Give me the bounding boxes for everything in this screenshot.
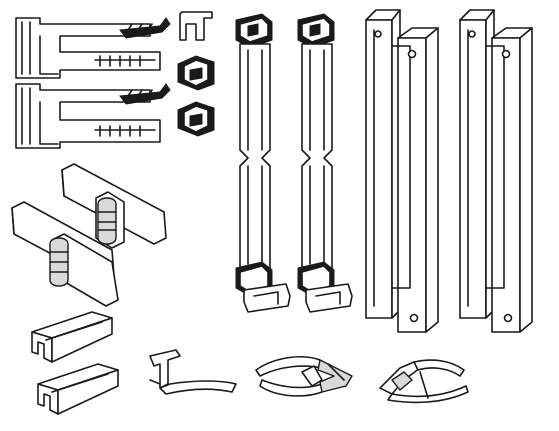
pull-handle-right — [459, 9, 533, 333]
glass-clip-middle — [177, 55, 215, 91]
glass-hinge — [11, 163, 167, 307]
u-channel-clip-top — [31, 311, 113, 363]
seal-strip-h-profile — [255, 356, 353, 397]
aluminium-profile-upper — [15, 17, 171, 79]
pull-handle-left — [365, 9, 439, 333]
seal-strip-l-profile — [149, 349, 237, 395]
aluminium-profile-lower — [15, 83, 171, 149]
u-channel-clip-bottom — [37, 363, 119, 415]
roller-track-left — [235, 13, 291, 313]
roller-track-right — [297, 13, 353, 313]
glass-clip-top — [179, 11, 213, 41]
glass-clip-bottom — [177, 101, 215, 137]
seal-strip-v-profile — [379, 359, 469, 404]
